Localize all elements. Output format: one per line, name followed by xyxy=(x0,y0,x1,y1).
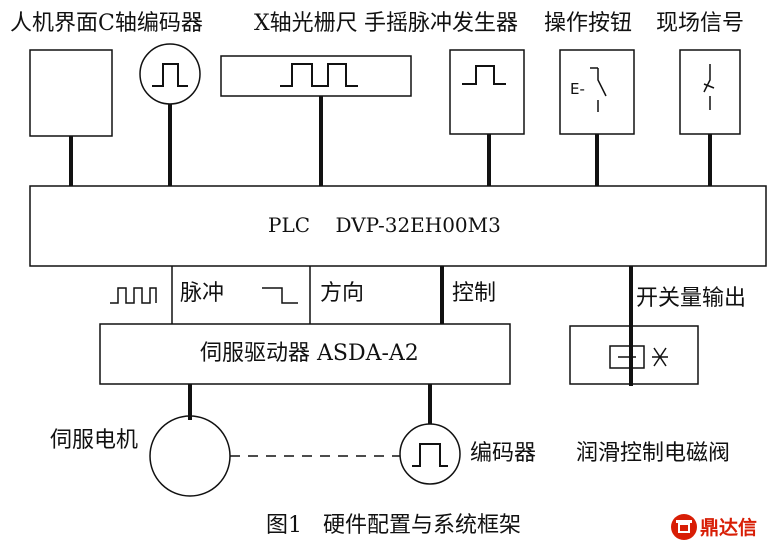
watermark-logo-text: 鼎达信 xyxy=(700,516,757,539)
servo-motor-circle xyxy=(149,415,231,497)
handwheel-box xyxy=(449,49,525,135)
label-handwheel: 手摇脉冲发生器 xyxy=(364,11,518,36)
field-signal-box xyxy=(679,49,741,135)
label-encoder: 编码器 xyxy=(470,441,536,466)
pulse-train-icon xyxy=(110,287,157,304)
label-hmi: 人机界面 xyxy=(10,11,98,36)
figure-caption: 图1 硬件配置与系统框架 xyxy=(266,513,521,538)
label-servo-motor: 伺服电机 xyxy=(50,428,138,453)
c-encoder-circle xyxy=(139,43,201,105)
solenoid-valve-box xyxy=(569,325,699,385)
handwheel-pulse-icon xyxy=(462,65,506,85)
servo-drive-label: 伺服驱动器 ASDA-A2 xyxy=(200,341,419,366)
label-direction: 方向 xyxy=(320,281,364,306)
direction-step-icon xyxy=(262,287,298,304)
c-encoder-pulse-icon xyxy=(152,63,188,87)
watermark-logo-mark xyxy=(671,514,697,540)
label-c-encoder: C轴编码器 xyxy=(98,11,203,36)
x-scale-box xyxy=(220,55,412,97)
label-pulse: 脉冲 xyxy=(180,281,224,306)
pushbutton-icon xyxy=(590,67,607,112)
switch-contact-icon xyxy=(703,64,715,110)
x-scale-pulse-icon xyxy=(280,63,358,87)
valve-icon xyxy=(652,347,668,367)
encoder-pulse-icon xyxy=(412,443,448,467)
hmi-box xyxy=(29,49,113,137)
label-x-scale: X轴光栅尺 xyxy=(254,11,358,36)
switch-symbol-label: E- xyxy=(570,80,585,98)
label-field-signal: 现场信号 xyxy=(656,11,744,36)
encoder-circle xyxy=(399,423,461,485)
label-switch-output: 开关量输出 xyxy=(636,286,746,311)
label-buttons: 操作按钮 xyxy=(544,11,632,36)
watermark-logo: 鼎达信 xyxy=(671,514,757,540)
label-control: 控制 xyxy=(452,281,496,306)
servo-drive-box xyxy=(99,323,511,385)
label-solenoid-valve: 润滑控制电磁阀 xyxy=(576,441,730,466)
solenoid-coil-icon xyxy=(609,345,645,369)
plc-box xyxy=(29,185,767,267)
plc-label: PLC DVP-32EH00M3 xyxy=(268,213,501,237)
